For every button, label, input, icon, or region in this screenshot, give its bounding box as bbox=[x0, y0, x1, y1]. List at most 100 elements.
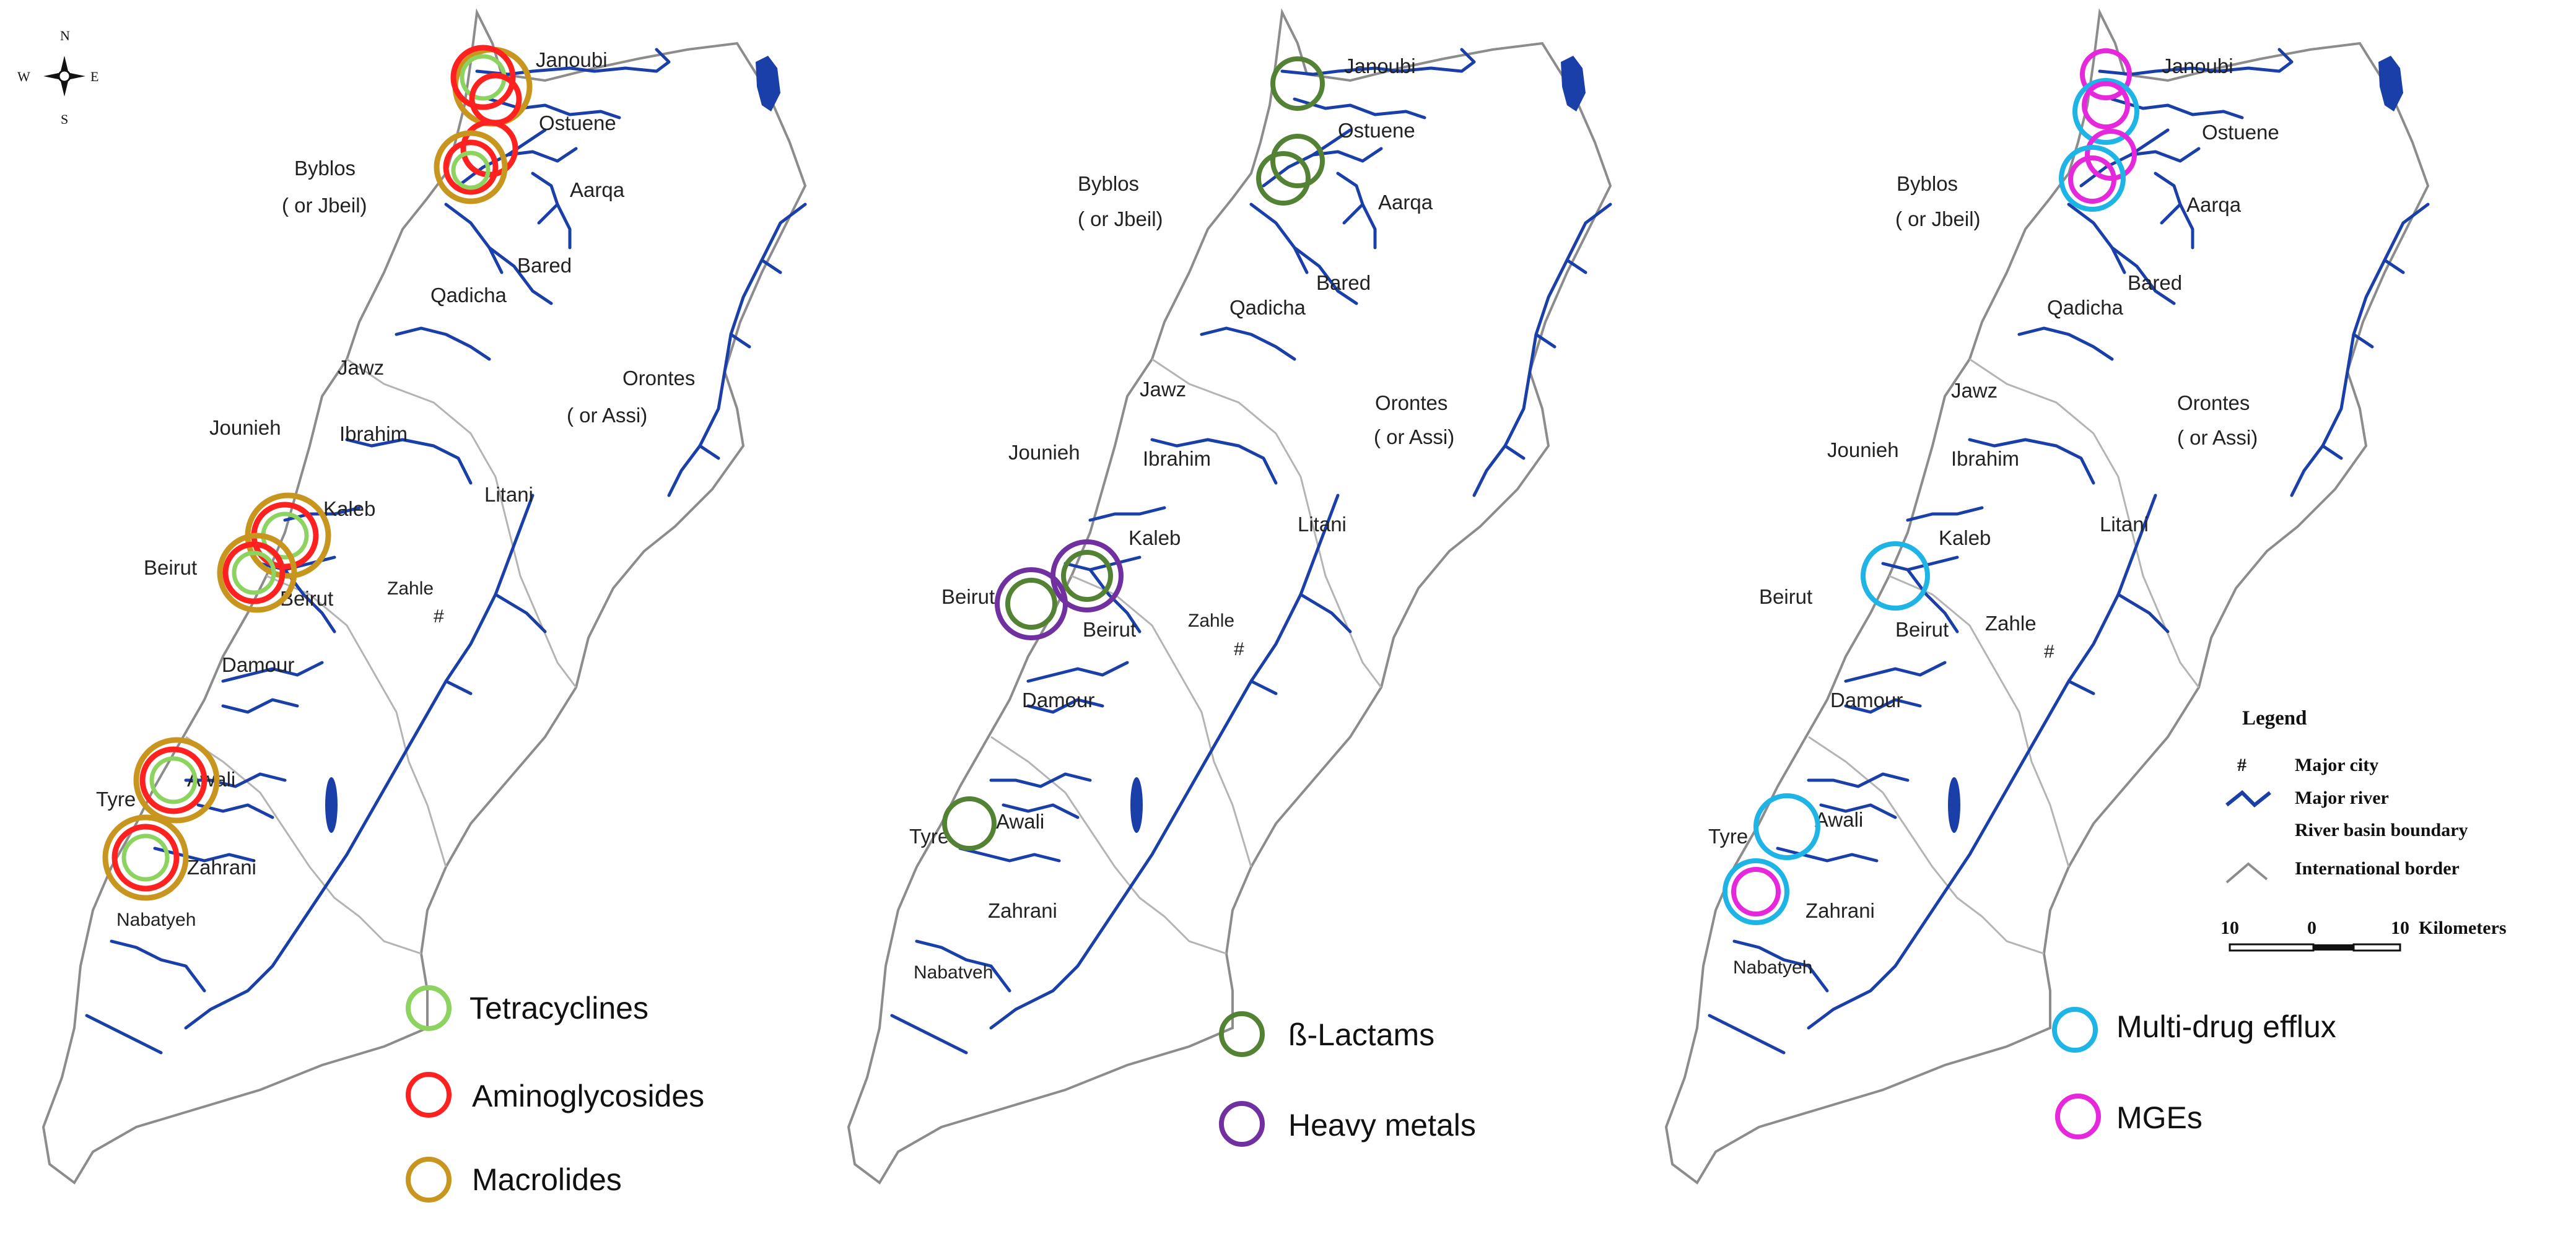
label-aarqa: Aarqa bbox=[2186, 193, 2242, 216]
city-symbol-zahle: # bbox=[1234, 639, 1244, 659]
map-legend-basin-boundary: River basin boundary bbox=[2295, 820, 2468, 840]
label-bared: Bared bbox=[1316, 271, 1371, 294]
place-labels: Janoubi Ostuene Byblos ( or Jbeil) Aarqa… bbox=[1708, 54, 2279, 978]
marker-lactams bbox=[942, 796, 997, 851]
legend-label: Tetracyclines bbox=[469, 991, 648, 1025]
scale-bar-mid-segment bbox=[2313, 944, 2354, 951]
label-jbeil: ( or Jbeil) bbox=[1078, 207, 1163, 230]
label-orontes: Orontes bbox=[622, 367, 695, 389]
legend-swatch bbox=[406, 1072, 452, 1118]
scale-left-value: 10 bbox=[2220, 918, 2239, 938]
label-qadicha: Qadicha bbox=[1229, 296, 1306, 319]
marker-tetracyclines bbox=[232, 551, 276, 595]
label-janoubi: Janoubi bbox=[2162, 54, 2233, 77]
scale-bar-left-segment bbox=[2229, 943, 2315, 952]
label-zahrani: Zahrani bbox=[988, 899, 1057, 922]
label-assi: ( or Assi) bbox=[1374, 425, 1454, 448]
marker-tetracyclines bbox=[121, 833, 170, 882]
label-orontes: Orontes bbox=[1375, 391, 1447, 414]
marker-aminoglycosides bbox=[139, 746, 207, 814]
city-symbol-zahle: # bbox=[434, 606, 444, 627]
map-legend-major-river: Major river bbox=[2295, 788, 2389, 808]
label-jounieh: Jounieh bbox=[1827, 438, 1899, 461]
label-kaleb: Kaleb bbox=[1939, 526, 1991, 549]
compass-hub bbox=[58, 69, 71, 83]
label-zahle: Zahle bbox=[1985, 612, 2037, 635]
label-qadicha: Qadicha bbox=[2047, 296, 2124, 319]
label-byblos: Byblos bbox=[1897, 172, 1958, 195]
panel-efflux-mges: Janoubi Ostuene Byblos ( or Jbeil) Aarqa… bbox=[1666, 12, 2507, 1183]
marker-aminoglycosides bbox=[222, 541, 286, 604]
label-qadicha: Qadicha bbox=[430, 284, 507, 307]
marker-efflux bbox=[2059, 145, 2126, 212]
marker-lactams bbox=[1061, 550, 1113, 602]
legend-swatch bbox=[406, 1157, 452, 1203]
map-legend-international-border: International border bbox=[2295, 858, 2460, 879]
marker-mges bbox=[2085, 129, 2137, 181]
legend-swatch bbox=[2052, 1007, 2098, 1053]
map-legend-city-symbol: # bbox=[2237, 755, 2246, 775]
label-janoubi: Janoubi bbox=[1344, 54, 1416, 77]
map-legend-title: Legend bbox=[2242, 707, 2307, 729]
marker-mges bbox=[2082, 81, 2130, 129]
label-zahle: Zahle bbox=[1188, 611, 1234, 631]
label-awali: Awali bbox=[996, 810, 1044, 833]
label-zahle: Zahle bbox=[387, 578, 434, 599]
marker-aminoglycosides bbox=[111, 824, 180, 892]
label-ibrahim: Ibrahim bbox=[1143, 447, 1211, 470]
label-aarqa: Aarqa bbox=[570, 178, 625, 201]
sample-markers bbox=[102, 45, 533, 901]
label-nabatyeh: Nabatyeh bbox=[116, 910, 196, 930]
compass-n-label: N bbox=[60, 28, 70, 43]
marker-macrolides bbox=[434, 130, 508, 204]
label-byblos: Byblos bbox=[1078, 172, 1139, 195]
label-ibrahim: Ibrahim bbox=[339, 422, 408, 445]
label-janoubi: Janoubi bbox=[536, 48, 608, 71]
legend-swatch bbox=[2055, 1094, 2101, 1139]
label-tyre: Tyre bbox=[909, 825, 949, 848]
marker-efflux bbox=[1861, 541, 1930, 611]
label-beirut-city: Beirut bbox=[144, 556, 197, 579]
compass-rose: N S E W bbox=[17, 28, 98, 127]
compass-w-label: W bbox=[17, 69, 30, 84]
city-symbol-zahle: # bbox=[2044, 642, 2054, 662]
legend-swatch bbox=[1219, 1011, 1265, 1057]
legend-label: Heavy metals bbox=[1288, 1108, 1476, 1142]
label-bared: Bared bbox=[517, 254, 572, 277]
label-litani: Litani bbox=[2100, 513, 2149, 536]
label-kaleb: Kaleb bbox=[1129, 526, 1181, 549]
label-kaleb: Kaleb bbox=[323, 497, 375, 520]
label-assi: ( or Assi) bbox=[2177, 426, 2258, 449]
marker-mges bbox=[2068, 155, 2116, 204]
sample-markers bbox=[942, 56, 1325, 851]
label-zahrani: Zahrani bbox=[187, 856, 256, 879]
marker-macrolides bbox=[217, 533, 297, 613]
sample-markers bbox=[1722, 48, 2139, 925]
label-tyre: Tyre bbox=[1708, 825, 1748, 848]
legend-panel-1: Tetracyclines Aminoglycosides Macrolides bbox=[406, 985, 704, 1203]
label-awali: Awali bbox=[1815, 808, 1863, 831]
marker-efflux bbox=[1722, 858, 1789, 925]
scale-mid-value: 0 bbox=[2307, 918, 2316, 938]
label-jounieh: Jounieh bbox=[209, 416, 281, 439]
panel-antibiotic-classes: N S E W Janoubi Ostuene Byblos ( or Jbei… bbox=[17, 12, 805, 1203]
label-jawz: Jawz bbox=[1951, 379, 1997, 402]
marker-mges bbox=[1731, 867, 1781, 916]
map-legend-major-city: Major city bbox=[2295, 755, 2378, 775]
map-legend: Legend # Major city Major river River ba… bbox=[2220, 707, 2507, 952]
label-zahrani: Zahrani bbox=[1805, 899, 1875, 922]
scale-right-value: 10 bbox=[2391, 918, 2409, 938]
label-aarqa: Aarqa bbox=[1378, 191, 1433, 214]
marker-lactams bbox=[1270, 134, 1325, 188]
label-beirut-city: Beirut bbox=[1759, 585, 1812, 608]
marker-lactams bbox=[1256, 151, 1311, 206]
label-jounieh: Jounieh bbox=[1008, 441, 1080, 464]
legend-label: ß-Lactams bbox=[1288, 1017, 1434, 1052]
legend-swatch bbox=[406, 985, 452, 1031]
label-beirut-city: Beirut bbox=[941, 585, 995, 608]
compass-s-label: S bbox=[61, 111, 68, 127]
label-assi: ( or Assi) bbox=[567, 404, 647, 427]
panel-lactams-heavy-metals: Janoubi Ostuene Byblos ( or Jbeil) Aarqa… bbox=[849, 12, 1610, 1183]
